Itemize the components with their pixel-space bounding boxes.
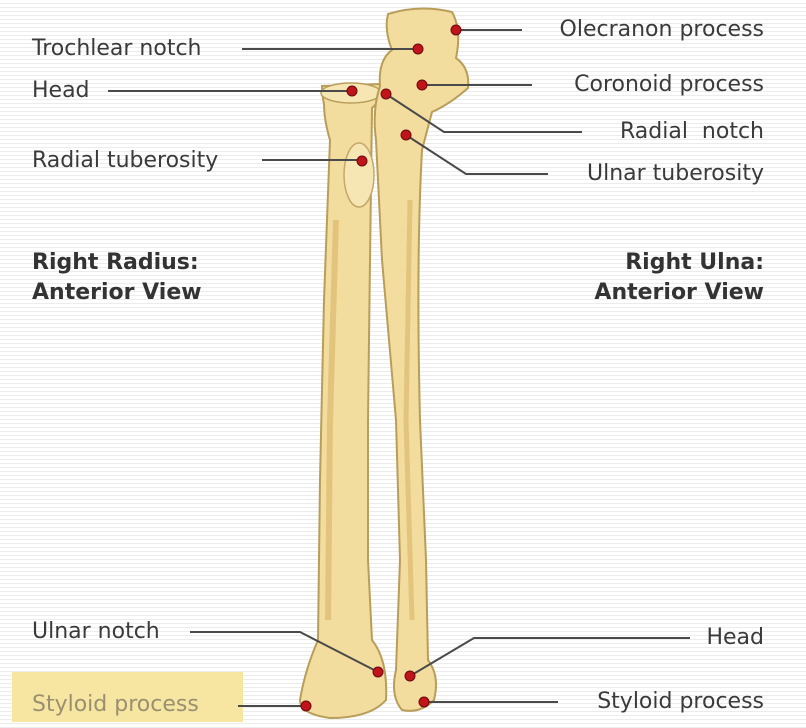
label-styloid-process-right: Styloid process [597, 689, 764, 715]
label-olecranon-process: Olecranon process [560, 17, 764, 43]
label-coronoid-process: Coronoid process [574, 72, 764, 98]
marker-ulnar-tuberosity [401, 130, 411, 140]
marker-head-top [347, 86, 357, 96]
marker-radial-notch [381, 89, 391, 99]
label-trochlear-notch: Trochlear notch [32, 36, 202, 62]
marker-coronoid [417, 80, 427, 90]
marker-olecranon [451, 25, 461, 35]
radial-tuberosity-shape [344, 143, 374, 207]
ulna-view-line1: Right Ulna: [594, 248, 764, 278]
leader-ulnar-tuberosity [406, 135, 548, 174]
label-radial-notch: Radial notch [620, 119, 764, 145]
radius-view-line2: Anterior View [32, 278, 202, 308]
label-radial-notch-text: Radial notch [620, 119, 764, 144]
label-ulnar-notch: Ulnar notch [32, 619, 160, 645]
label-styloid-process-left: Styloid process [32, 692, 199, 718]
label-ulnar-tuberosity: Ulnar tuberosity [587, 161, 764, 187]
label-head-bottom: Head [706, 625, 764, 651]
marker-ulnar-notch [373, 667, 383, 677]
ulna-view-line2: Anterior View [594, 278, 764, 308]
radius-view-line1: Right Radius: [32, 248, 202, 278]
label-radial-tuberosity: Radial tuberosity [32, 148, 218, 174]
marker-head-bottom [405, 671, 415, 681]
ulna-bone [375, 8, 469, 710]
marker-radial-tuberosity [357, 156, 367, 166]
ulna-view-title: Right Ulna: Anterior View [594, 248, 764, 308]
radius-view-title: Right Radius: Anterior View [32, 248, 202, 308]
marker-styloid-right [419, 697, 429, 707]
leader-head-bottom [410, 638, 690, 676]
label-head-top: Head [32, 78, 90, 104]
marker-styloid-left [301, 701, 311, 711]
marker-trochlear-notch [413, 44, 423, 54]
